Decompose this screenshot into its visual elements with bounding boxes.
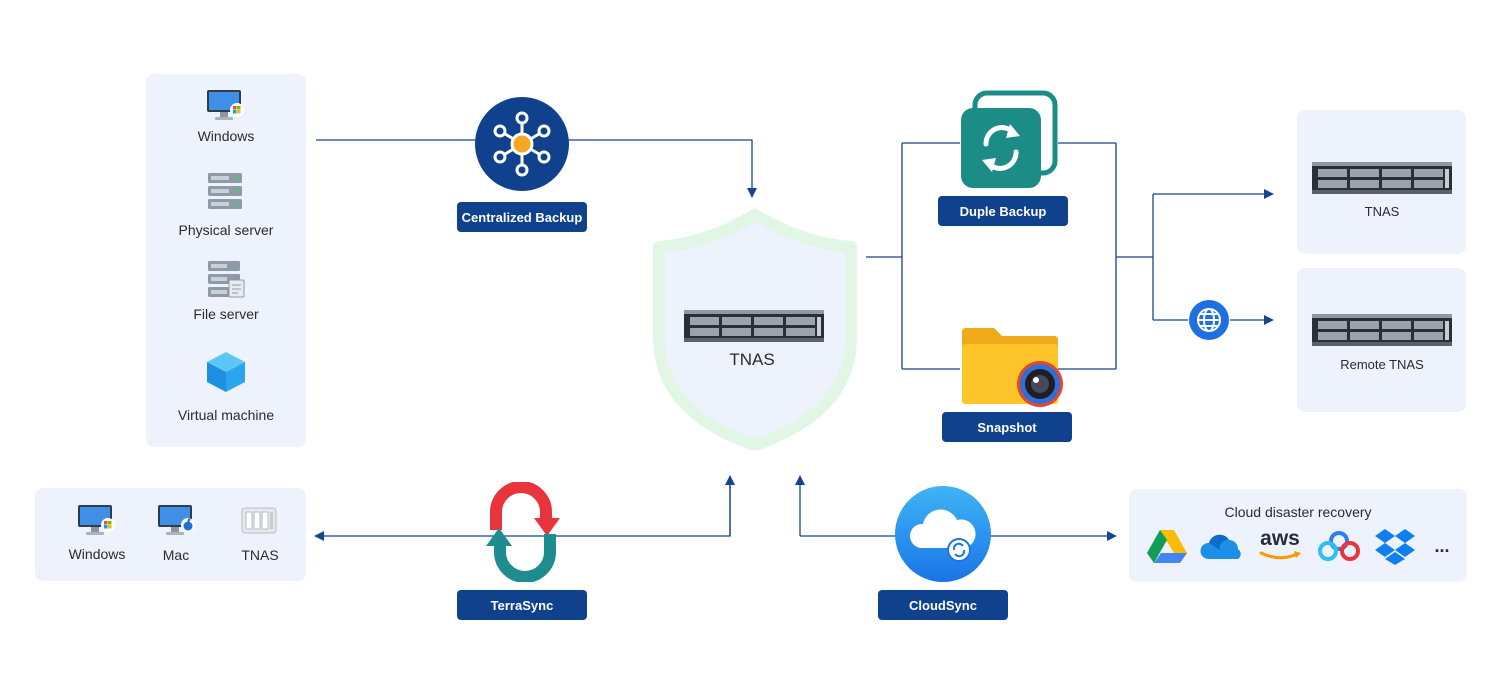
cloud-more: ... <box>1434 536 1450 556</box>
cloudsync-icon[interactable] <box>893 484 993 584</box>
aws-label: aws <box>1260 527 1300 550</box>
source-label-virtual-machine: Virtual machine <box>177 407 275 423</box>
globe-icon <box>1189 300 1229 340</box>
tnas-rack-icon <box>1312 162 1452 194</box>
centralized-backup-icon[interactable] <box>474 96 570 192</box>
duple-backup-tag[interactable]: Duple Backup <box>938 196 1068 226</box>
windows-monitor-icon <box>207 90 244 120</box>
remote-tnas-label: Remote TNAS <box>1340 357 1424 372</box>
line-centralized-backup <box>316 139 757 198</box>
onedrive-icon <box>1200 534 1241 559</box>
cloud-title: Cloud disaster recovery <box>1224 504 1372 520</box>
cube-icon <box>207 352 245 392</box>
terrasync-icon[interactable] <box>480 482 566 582</box>
cloudsync-tag[interactable]: CloudSync <box>878 590 1008 620</box>
source-label-physical-server: Physical server <box>178 222 274 238</box>
windows-monitor-icon <box>78 505 115 535</box>
snapshot-tag[interactable]: Snapshot <box>942 412 1072 442</box>
sync-label-tnas: TNAS <box>241 547 279 563</box>
sync-label-windows: Windows <box>68 546 126 562</box>
center-tnas-label: TNAS <box>729 350 775 369</box>
server-icon <box>208 173 242 209</box>
dropbox-icon <box>1375 529 1415 565</box>
tnas-desktop-icon <box>241 507 277 534</box>
mac-monitor-icon <box>158 505 195 535</box>
sync-label-mac: Mac <box>162 547 190 563</box>
source-label-windows: Windows <box>197 128 255 144</box>
baidu-cloud-icon <box>1318 531 1360 561</box>
google-drive-icon <box>1147 530 1187 563</box>
file-server-icon <box>208 261 245 298</box>
aws-icon: aws <box>1255 528 1305 564</box>
tnas-rack-icon <box>1312 314 1452 346</box>
tnas-rack-icon <box>684 310 824 342</box>
source-label-file-server: File server <box>193 306 259 322</box>
terrasync-tag[interactable]: TerraSync <box>457 590 587 620</box>
centralized-backup-tag[interactable]: Centralized Backup <box>457 202 587 232</box>
local-tnas-label: TNAS <box>1364 204 1400 219</box>
duple-backup-icon[interactable] <box>958 90 1058 190</box>
snapshot-folder-icon[interactable] <box>958 324 1066 410</box>
